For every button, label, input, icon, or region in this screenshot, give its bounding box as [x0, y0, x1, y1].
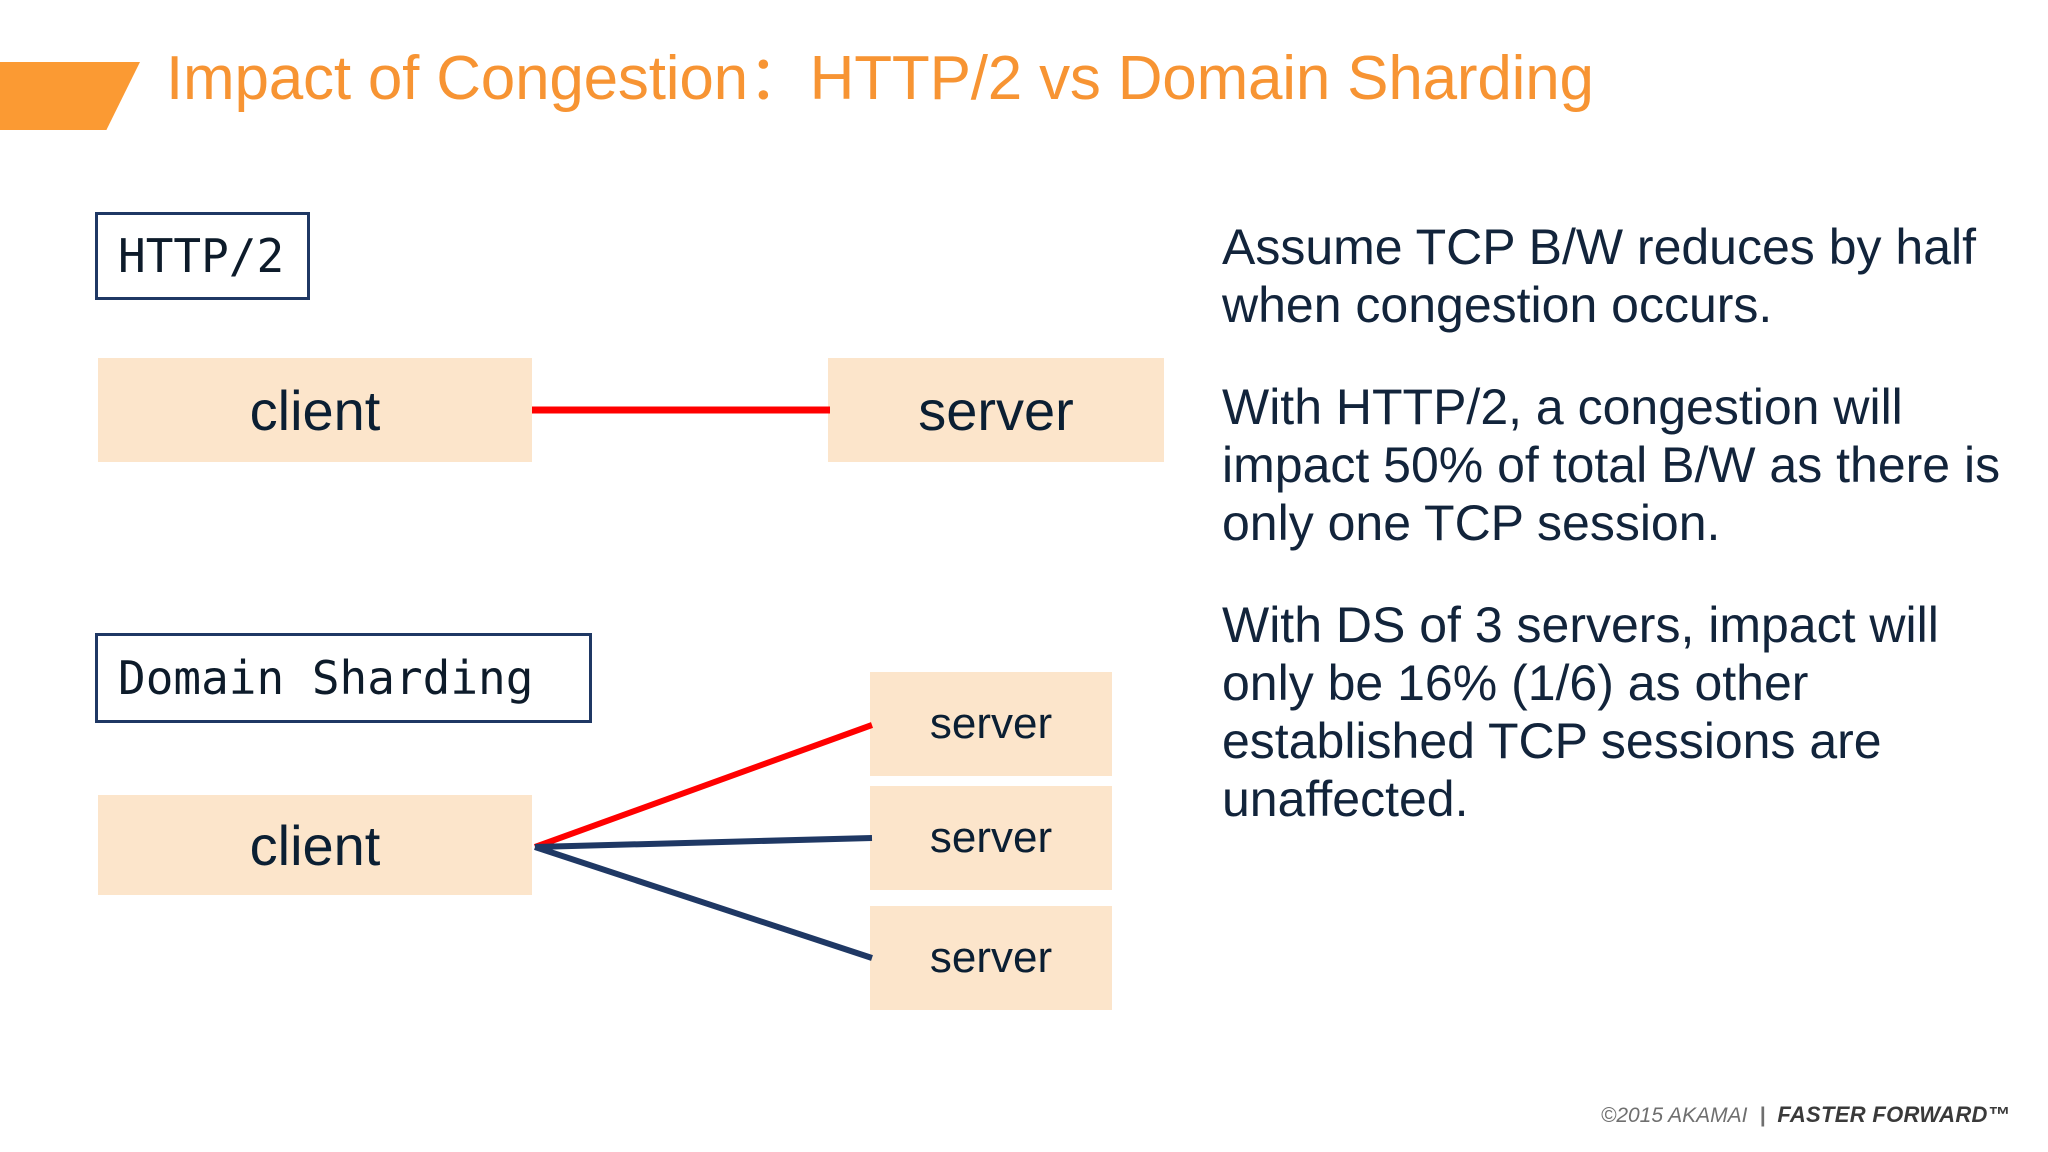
domain-sharding-server-node-1: server — [870, 672, 1112, 776]
http2-client-label: client — [249, 378, 381, 442]
body-paragraph-3: With DS of 3 servers, impact will only b… — [1222, 597, 1939, 827]
title-accent-parallelogram — [0, 62, 140, 130]
body-text-block: Assume TCP B/W reduces by half when cong… — [1222, 218, 2022, 828]
domain-sharding-server-label-2: server — [929, 813, 1053, 862]
domain-sharding-section-label-text: Domain Sharding — [118, 651, 534, 705]
domain-sharding-link-normal-2 — [534, 844, 873, 961]
http2-client-node: client — [98, 358, 532, 462]
http2-server-label: server — [918, 378, 1074, 442]
http2-server-node: server — [828, 358, 1164, 462]
slide-footer: ©2015 AKAMAI | FASTER FORWARD™ — [1601, 1102, 2010, 1128]
footer-separator: | — [1759, 1104, 1766, 1127]
page-title: Impact of Congestion：HTTP/2 vs Domain Sh… — [166, 44, 1594, 113]
domain-sharding-server-label-1: server — [929, 699, 1053, 748]
domain-sharding-server-label-3: server — [929, 933, 1053, 982]
footer-copyright: ©2015 AKAMAI — [1600, 1104, 1748, 1127]
domain-sharding-client-label: client — [249, 813, 381, 877]
domain-sharding-section-label: Domain Sharding — [95, 633, 592, 723]
body-paragraph-2: With HTTP/2, a congestion will impact 50… — [1222, 379, 2001, 551]
http2-section-label-text: HTTP/2 — [118, 229, 285, 283]
footer-tagline: FASTER FORWARD™ — [1777, 1102, 2010, 1127]
domain-sharding-client-node: client — [98, 795, 532, 895]
domain-sharding-link-congested — [533, 722, 874, 850]
body-paragraph-1: Assume TCP B/W reduces by half when cong… — [1222, 219, 1977, 333]
domain-sharding-link-normal-1 — [534, 835, 873, 850]
domain-sharding-server-node-2: server — [870, 786, 1112, 890]
domain-sharding-server-node-3: server — [870, 906, 1112, 1010]
http2-section-label: HTTP/2 — [95, 212, 310, 300]
